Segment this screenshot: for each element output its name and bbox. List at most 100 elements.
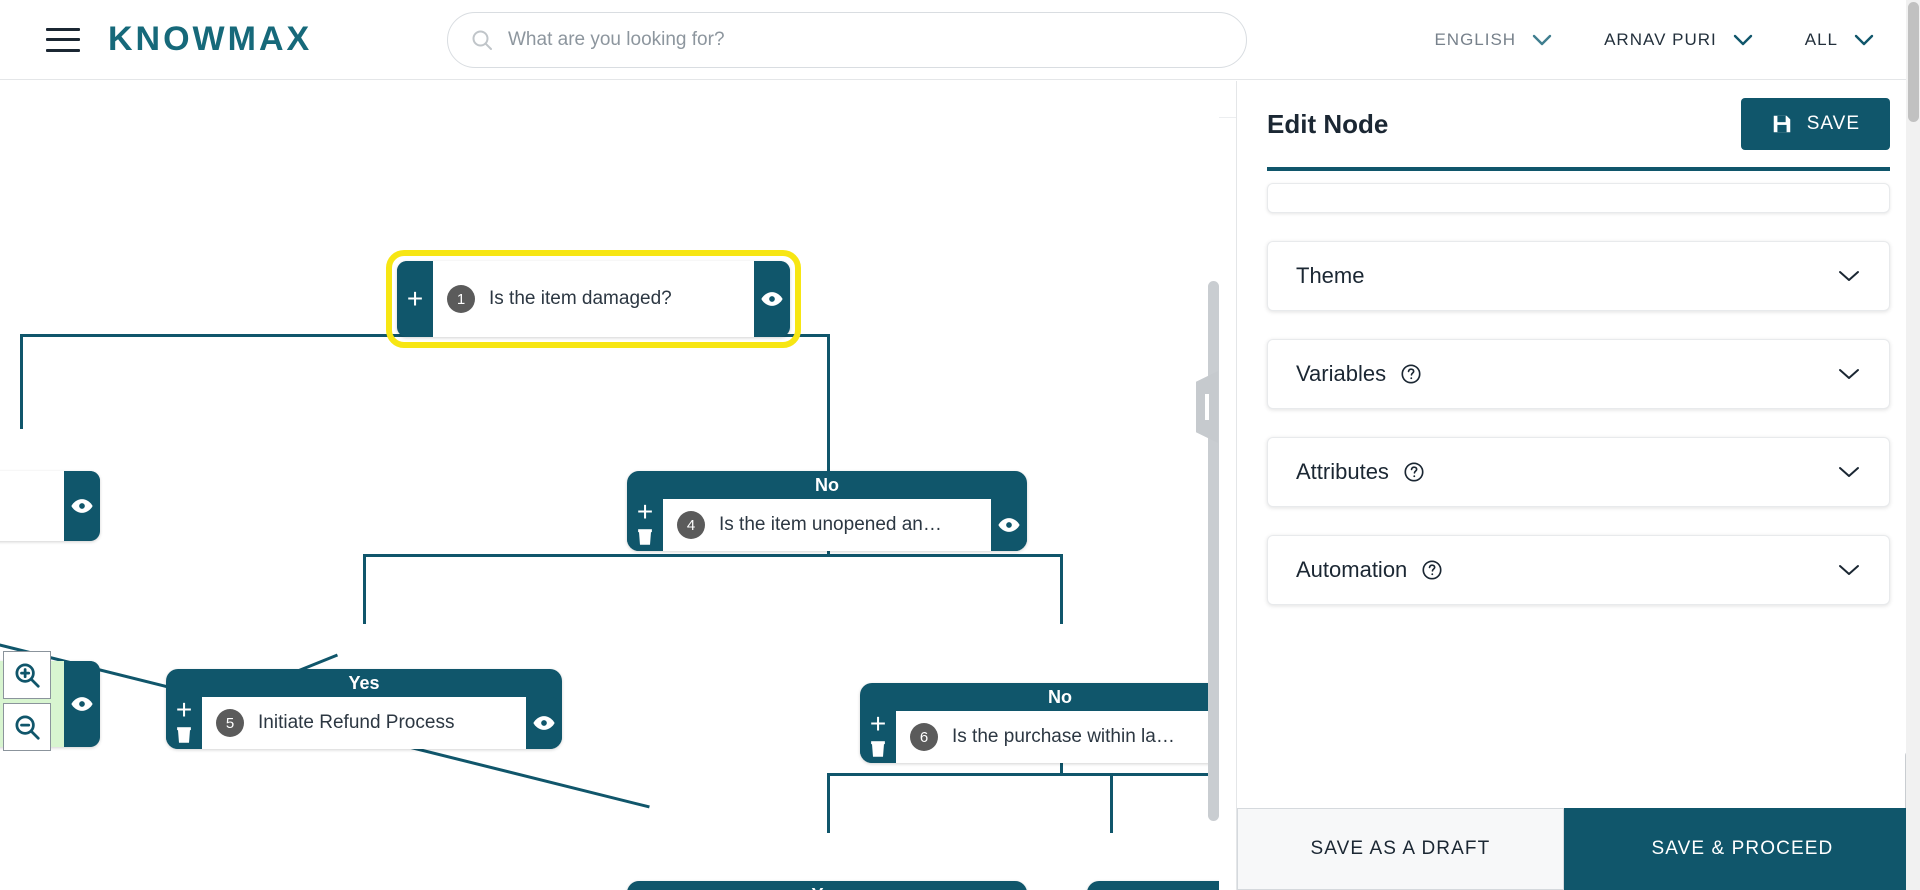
user-label: ARNAV PURI — [1604, 30, 1717, 49]
accordion-automation[interactable]: Automation — [1267, 535, 1890, 605]
node-7-branch-label: Yes — [627, 881, 1027, 890]
trash-icon[interactable] — [867, 738, 889, 760]
save-button[interactable]: SAVE — [1740, 98, 1890, 150]
node-5-branch-label: Yes — [348, 673, 380, 693]
node-4-badge: 4 — [677, 511, 705, 539]
hamburger-icon[interactable] — [46, 27, 80, 52]
eye-icon[interactable] — [533, 712, 555, 734]
search-bar[interactable] — [447, 12, 1247, 68]
accordion-variables-label: Variables — [1296, 361, 1387, 386]
node-3-body[interactable]: s — [0, 471, 64, 541]
language-label: ENGLISH — [1434, 30, 1517, 49]
edit-node-panel: Edit Node SAVE Theme — [1236, 81, 1920, 890]
save-disk-icon — [1773, 115, 1790, 133]
node-5-text: Initiate Refund Process — [258, 712, 455, 733]
node-left-green-preview[interactable] — [64, 661, 100, 747]
node-6-left-actions[interactable]: + — [860, 708, 896, 763]
header-right-group: ENGLISH ARNAV PURI ALL — [1408, 0, 1900, 80]
node-1-body[interactable]: 1 Is the item damaged? — [433, 261, 754, 337]
zoom-in-icon — [15, 663, 40, 688]
accordion-theme[interactable]: Theme — [1267, 241, 1890, 311]
eye-icon[interactable] — [71, 495, 93, 517]
zoom-out-button[interactable] — [3, 703, 51, 751]
accordion-variables[interactable]: Variables — [1267, 339, 1890, 409]
tree-node-4[interactable]: No + 4 Is the item unopened an… — [627, 471, 1027, 551]
plus-icon[interactable]: + — [636, 496, 654, 527]
node-5-body[interactable]: 5 Initiate Refund Process — [202, 697, 526, 749]
decision-tree-canvas[interactable]: + 1 Is the item damaged? — [0, 81, 1219, 890]
node-5-left-actions[interactable]: + — [166, 694, 202, 749]
scope-label: ALL — [1804, 30, 1838, 49]
accordion-attributes[interactable]: Attributes — [1267, 437, 1890, 507]
search-input[interactable] — [508, 29, 1224, 51]
top-header: KNOWMAX ENGLISH ARNAV PURI — [0, 0, 1920, 80]
connector — [20, 334, 23, 429]
help-icon[interactable] — [1400, 363, 1422, 385]
chevron-down-icon[interactable] — [1837, 367, 1861, 381]
tree-node-3-partial[interactable]: s — [0, 471, 100, 541]
node-5-badge: 5 — [216, 709, 244, 737]
panel-collapse-handle[interactable] — [1196, 371, 1218, 443]
zoom-in-button[interactable] — [3, 651, 51, 699]
eye-icon[interactable] — [71, 693, 93, 715]
node-3-preview[interactable] — [64, 471, 100, 541]
node-4-branch-label: No — [815, 475, 839, 495]
page-scrollbar-thumb[interactable] — [1908, 2, 1919, 122]
page-title: Edit Node — [1267, 108, 1389, 139]
tree-node-5[interactable]: Yes + 5 Initiate Refund Process — [166, 669, 562, 749]
page-scrollbar[interactable] — [1906, 0, 1920, 890]
tree-node-8[interactable]: + — [1087, 881, 1219, 890]
eye-icon[interactable] — [761, 288, 783, 310]
panel-footer: SAVE AS A DRAFT SAVE & PROCEED — [1237, 808, 1920, 890]
trash-icon[interactable] — [634, 526, 656, 548]
save-button-label: SAVE — [1806, 113, 1860, 134]
search-icon — [472, 30, 492, 50]
chevron-down-icon[interactable] — [1837, 563, 1861, 577]
node-1-left-actions[interactable]: + — [397, 261, 433, 337]
scope-selector[interactable]: ALL — [1779, 30, 1900, 50]
plus-icon[interactable]: + — [869, 708, 887, 739]
node-5-preview[interactable] — [526, 697, 562, 749]
node-6-text: Is the purchase within la… — [952, 726, 1175, 747]
node-6-badge: 6 — [910, 723, 938, 751]
connector — [827, 773, 830, 833]
save-and-proceed-button[interactable]: SAVE & PROCEED — [1563, 808, 1920, 890]
panel-sections: Theme Variables — [1237, 171, 1920, 811]
eye-icon[interactable] — [998, 514, 1020, 536]
node-1-preview[interactable] — [754, 261, 790, 337]
tree-node-6[interactable]: No + 6 Is the purchase within la… — [860, 683, 1219, 763]
chevron-down-icon[interactable] — [1837, 465, 1861, 479]
selected-node-highlight — [386, 250, 801, 348]
node-4-body[interactable]: 4 Is the item unopened an… — [663, 499, 991, 551]
help-icon[interactable] — [1403, 461, 1425, 483]
connector — [1110, 773, 1113, 833]
zoom-out-icon — [15, 715, 40, 740]
connector — [363, 554, 1063, 557]
panel-divider — [1267, 167, 1890, 171]
accordion-partial-above[interactable] — [1267, 183, 1890, 213]
node-4-preview[interactable] — [991, 499, 1027, 551]
app-logo[interactable]: KNOWMAX — [108, 20, 313, 58]
user-menu[interactable]: ARNAV PURI — [1578, 30, 1779, 50]
trash-icon[interactable] — [173, 724, 195, 746]
node-1-text: Is the item damaged? — [489, 288, 672, 309]
accordion-automation-label: Automation — [1296, 557, 1408, 582]
connector — [1060, 554, 1063, 624]
chevron-down-icon — [1733, 34, 1752, 46]
chevron-down-icon — [1532, 34, 1552, 46]
connector — [827, 334, 830, 474]
language-selector[interactable]: ENGLISH — [1408, 30, 1578, 50]
node-6-branch-label: No — [1048, 687, 1072, 707]
node-6-body[interactable]: 6 Is the purchase within la… — [896, 711, 1219, 763]
node-4-left-actions[interactable]: + — [627, 496, 663, 551]
tree-node-7[interactable]: Yes + 7 Initiate Refund Process — [627, 881, 1027, 890]
accordion-attributes-label: Attributes — [1296, 459, 1389, 484]
save-as-draft-button[interactable]: SAVE AS A DRAFT — [1237, 808, 1564, 890]
plus-icon[interactable]: + — [406, 283, 424, 314]
canvas-scrollbar[interactable] — [1208, 281, 1219, 821]
tree-node-1[interactable]: + 1 Is the item damaged? — [397, 261, 790, 337]
plus-icon[interactable]: + — [175, 694, 193, 725]
chevron-down-icon[interactable] — [1837, 269, 1861, 283]
help-icon[interactable] — [1421, 559, 1443, 581]
